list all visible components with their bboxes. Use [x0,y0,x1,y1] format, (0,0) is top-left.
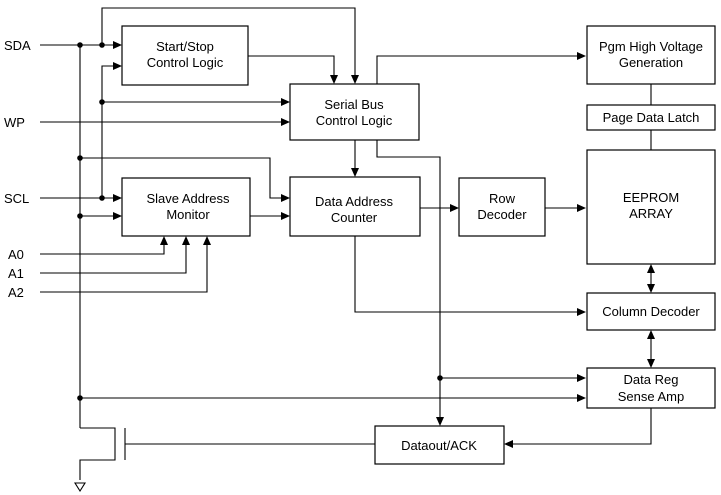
arrowheads [113,41,655,448]
sda-to-data-addr [80,157,284,199]
start-stop-line2: Control Logic [147,55,224,70]
junction-dots [77,42,443,401]
wires [40,7,652,493]
datareg-to-dataout [510,408,652,445]
serial-to-dataout [376,140,441,420]
slave-addr-line1: Slave Address [146,191,230,206]
transistor-channel [79,427,116,480]
block-row-decoder: Row Decoder [458,177,546,237]
data-addr-line1: Data Address [315,194,394,209]
block-serial-bus: Serial Bus Control Logic [289,83,420,141]
pin-sda-label: SDA [4,38,31,53]
pin-a2-label: A2 [8,285,24,300]
block-data-address-counter: Data Address Counter [289,176,421,237]
block-data-reg: Data Reg Sense Amp [586,367,716,409]
pin-scl-label: SCL [4,191,29,206]
block-start-stop: Start/Stop Control Logic [121,25,249,86]
scl-to-startstop [101,65,116,198]
block-eeprom-array: EEPROM ARRAY [586,149,716,265]
a0-line [40,240,165,255]
eeprom-line1: EEPROM [623,190,679,205]
column-decoder-label: Column Decoder [602,304,700,319]
block-page-data-latch: Page Data Latch [586,104,716,131]
block-column-decoder: Column Decoder [586,292,716,331]
pgm-hv-line2: Generation [619,55,683,70]
page-latch-label: Page Data Latch [603,110,700,125]
serial-bus-line1: Serial Bus [324,97,384,112]
pin-a0-label: A0 [8,247,24,262]
pin-a1-label: A1 [8,266,24,281]
eeprom-line2: ARRAY [629,206,673,221]
ground-icon [74,482,86,493]
serial-to-pgm [376,55,580,84]
slave-addr-line2: Monitor [166,207,210,222]
data-addr-line2: Counter [331,210,378,225]
dataout-label: Dataout/ACK [401,438,477,453]
data-reg-line2: Sense Amp [618,389,685,404]
block-pgm-high-voltage: Pgm High Voltage Generation [586,25,716,85]
a2-line [40,240,208,293]
serial-bus-line2: Control Logic [316,113,393,128]
pgm-hv-line1: Pgm High Voltage [599,39,703,54]
data-reg-line1: Data Reg [624,372,679,387]
a1-line [40,240,187,274]
block-dataout-ack: Dataout/ACK [374,425,505,465]
block-slave-address: Slave Address Monitor [121,177,251,237]
start-stop-line1: Start/Stop [156,39,214,54]
startstop-to-serial [248,55,335,78]
pin-labels: SDA WP SCL A0 A1 A2 [4,38,31,300]
data-addr-to-col [354,236,580,313]
row-decoder-line2: Decoder [477,207,527,222]
sda-to-serial-bus [101,7,356,78]
row-decoder-line1: Row [489,191,516,206]
pin-wp-label: WP [4,115,25,130]
